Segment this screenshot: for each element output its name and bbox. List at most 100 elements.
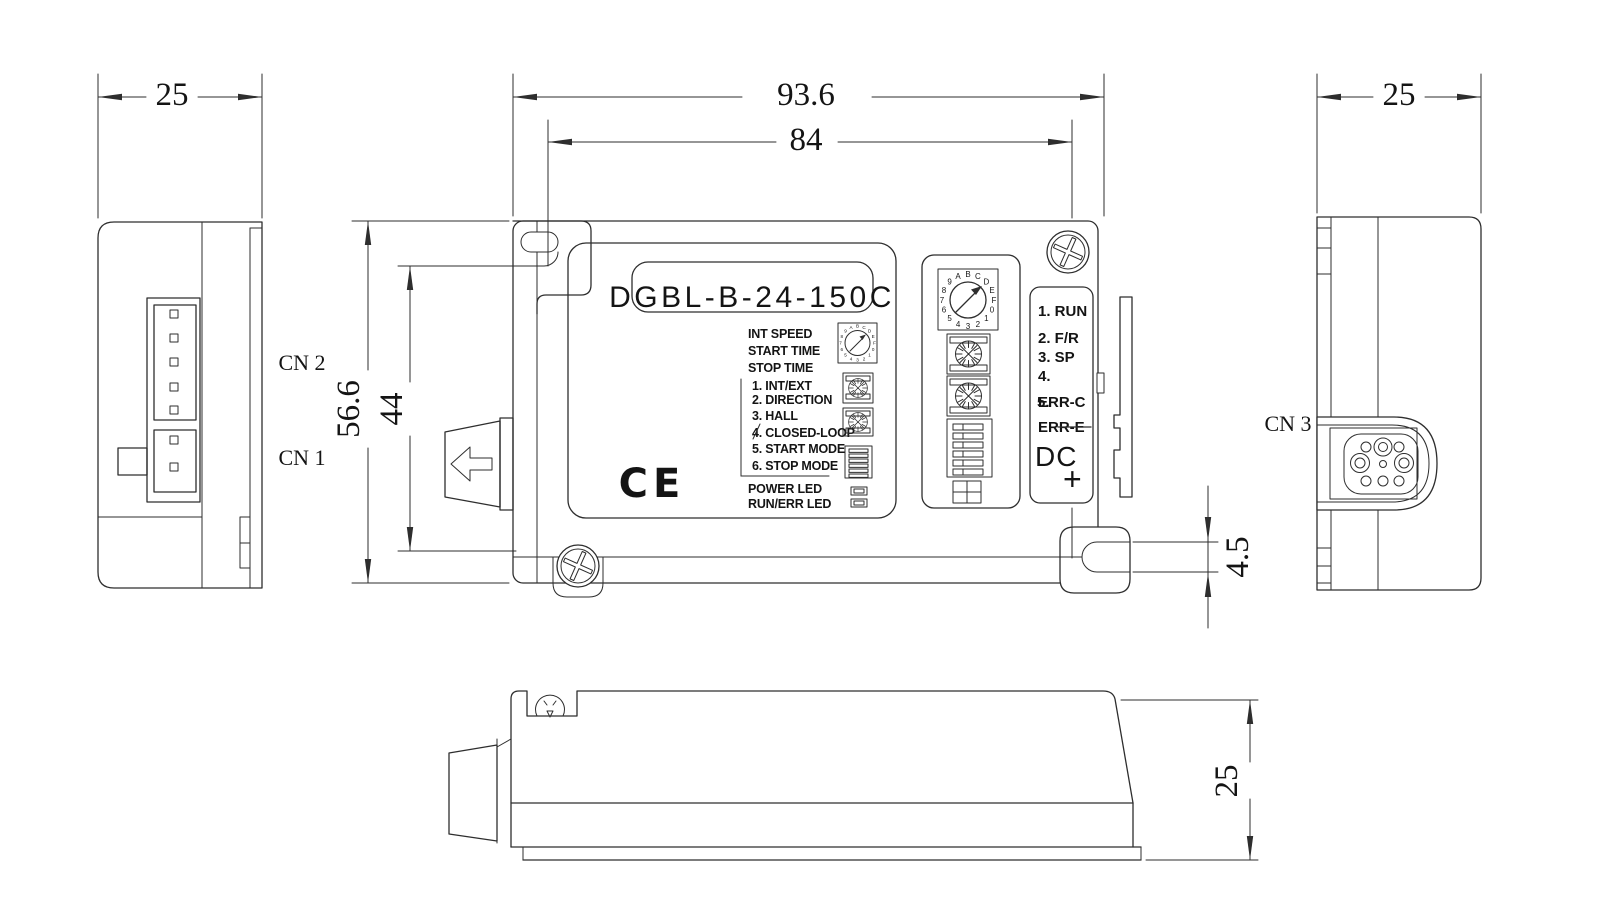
legend-sw2: 2. DIRECTION bbox=[752, 393, 832, 407]
dial-char: B bbox=[856, 324, 859, 329]
profile-screw-icon bbox=[535, 694, 565, 718]
side-connector-arrow bbox=[444, 417, 514, 511]
direction-arrow-icon bbox=[450, 446, 493, 482]
run-err-led-icon bbox=[850, 498, 868, 508]
legend-sw3: 3. HALL bbox=[752, 409, 798, 423]
svg-text:44: 44 bbox=[374, 393, 410, 426]
trim-pot-1-icon bbox=[946, 333, 991, 375]
ce-mark: CE bbox=[619, 461, 686, 507]
dip-switch-small-icon bbox=[844, 445, 873, 479]
bottom-screw-mount bbox=[552, 544, 604, 598]
dial-char: A bbox=[849, 325, 853, 330]
dial-char: 7 bbox=[839, 341, 842, 346]
dim-right-width: 25 bbox=[1316, 73, 1482, 214]
svg-text:4.5: 4.5 bbox=[1220, 536, 1256, 577]
dial-char: 9 bbox=[947, 277, 952, 286]
dc-label: DC bbox=[1035, 441, 1077, 472]
dial-char: 3 bbox=[966, 322, 971, 331]
dial-char: 6 bbox=[841, 347, 844, 352]
dial-char: 0 bbox=[990, 306, 995, 315]
terminal-block-icon bbox=[952, 480, 982, 504]
legend-int-speed: INT SPEED bbox=[748, 327, 812, 341]
dial-char: E bbox=[872, 334, 875, 339]
screw-bottom-left-icon bbox=[556, 544, 600, 588]
legend-start-time: START TIME bbox=[748, 344, 820, 358]
trim-pot-2-icon bbox=[946, 375, 991, 417]
pin-5-overprint: 5. bbox=[1037, 394, 1050, 411]
dial-char: E bbox=[989, 286, 994, 295]
dim-body-height: 25 bbox=[1120, 699, 1259, 861]
trim-pot-small-2-icon bbox=[842, 407, 874, 437]
bottom-profile-view bbox=[448, 690, 1142, 861]
dip-switch-block-icon bbox=[946, 418, 993, 478]
dial-char: 5 bbox=[947, 314, 952, 323]
dial-char: C bbox=[975, 272, 981, 281]
svg-text:25: 25 bbox=[1209, 765, 1245, 798]
svg-text:25: 25 bbox=[156, 77, 189, 113]
pin-sp: 3. SP bbox=[1038, 349, 1075, 366]
profile-connector-nose bbox=[448, 744, 498, 842]
svg-text:56.6: 56.6 bbox=[331, 380, 367, 438]
cn3-label: CN 3 bbox=[1264, 411, 1311, 436]
center-panel: DGBL-B-24-150C CE INT SPEED START TIME S… bbox=[567, 242, 897, 519]
legend-run-err-led: RUN/ERR LED bbox=[748, 497, 831, 511]
dial-char: D bbox=[984, 277, 990, 286]
dial-char: 8 bbox=[841, 334, 844, 339]
dial-char: 7 bbox=[940, 296, 945, 305]
dial-char: F bbox=[873, 341, 876, 346]
dial-char: 8 bbox=[942, 286, 947, 295]
svg-text:93.6: 93.6 bbox=[777, 77, 835, 113]
cn1-label: CN 1 bbox=[278, 445, 325, 470]
dial-char: F bbox=[992, 296, 997, 305]
legend-sw1: 1. INT/EXT bbox=[752, 379, 812, 393]
cn3-connector bbox=[1316, 416, 1438, 511]
legend-text: INT SPEED START TIME STOP TIME 1. INT/EX… bbox=[740, 327, 855, 511]
dial-char: 3 bbox=[856, 358, 859, 363]
dial-char: 9 bbox=[844, 329, 847, 334]
dial-char: 2 bbox=[976, 320, 981, 329]
mount-tab-slot bbox=[1059, 526, 1131, 594]
dim-mounting-pitch: 84 bbox=[547, 119, 1073, 559]
power-led-icon bbox=[850, 486, 868, 496]
dc-plus-mark: + bbox=[1063, 461, 1082, 497]
pin-fr: 2. F/R bbox=[1038, 330, 1079, 347]
dim-left-width: 25 bbox=[97, 73, 263, 219]
legend-sw5: 5. START MODE bbox=[752, 442, 845, 456]
dim-slot-width: 4.5 bbox=[1132, 485, 1256, 629]
dial-char: 5 bbox=[844, 353, 847, 358]
dial-char: 1 bbox=[984, 314, 989, 323]
dial-char: 0 bbox=[872, 347, 875, 352]
trim-pot-small-1-icon bbox=[842, 372, 874, 404]
overprint-artifact bbox=[752, 423, 761, 440]
pin-run: 1. RUN bbox=[1038, 303, 1087, 320]
dimensions: 25 93.6 84 56.6 bbox=[97, 73, 1482, 861]
front-view: DGBL-B-24-150C CE INT SPEED START TIME S… bbox=[444, 220, 1133, 598]
right-side-view: CN 3 bbox=[1264, 216, 1482, 591]
legend-sw4: 4. CLOSED-LOOP bbox=[752, 426, 855, 440]
pin-name-panel: 1. RUN 2. F/R 3. SP 4. 5. ERR-C ERR-E DC… bbox=[1029, 286, 1094, 504]
svg-text:84: 84 bbox=[790, 122, 823, 158]
dial-char: C bbox=[862, 325, 866, 330]
dial-char: 6 bbox=[942, 306, 947, 315]
dial-char: A bbox=[955, 272, 961, 281]
keyhole-mount-slot bbox=[512, 220, 592, 315]
screw-top-right-icon bbox=[1046, 230, 1090, 274]
card-edge-connector bbox=[1096, 296, 1133, 498]
dial-char: 1 bbox=[868, 353, 871, 358]
cn2-connector bbox=[146, 297, 201, 503]
dial-char: 4 bbox=[850, 356, 853, 361]
dim-overall-height: 56.6 bbox=[331, 220, 510, 584]
legend-stop-time: STOP TIME bbox=[748, 361, 813, 375]
pin-err-c: ERR-C bbox=[1038, 394, 1086, 411]
dial-char: D bbox=[868, 329, 872, 334]
legend-sw6: 6. STOP MODE bbox=[752, 459, 838, 473]
legend-power-led: POWER LED bbox=[748, 482, 822, 496]
cn2-label: CN 2 bbox=[278, 350, 325, 375]
cn1-connector bbox=[117, 429, 197, 493]
dial-char: 2 bbox=[863, 356, 866, 361]
